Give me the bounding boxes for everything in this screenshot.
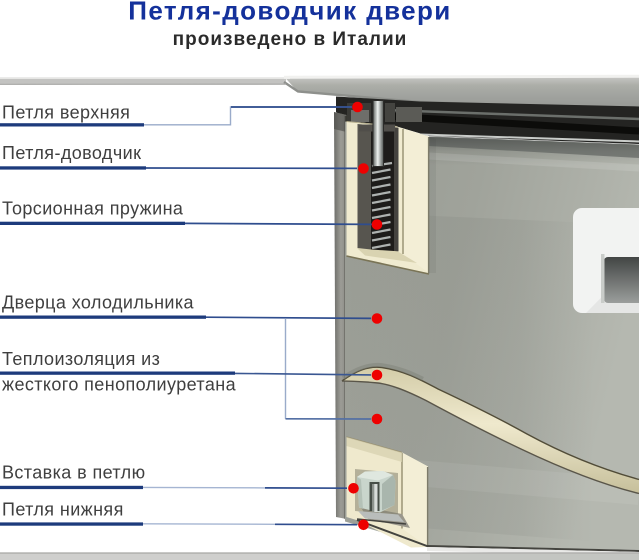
svg-text:Петля-доводчик: Петля-доводчик <box>2 143 141 163</box>
svg-text:Петля верхняя: Петля верхняя <box>2 103 130 123</box>
svg-text:Вставка в петлю: Вставка в петлю <box>2 463 145 483</box>
svg-text:Петля-доводчик двери: Петля-доводчик двери <box>128 0 451 26</box>
svg-text:жесткого пенополиуретана: жесткого пенополиуретана <box>2 375 237 395</box>
svg-text:Петля нижняя: Петля нижняя <box>2 500 124 520</box>
svg-text:Дверца холодильника: Дверца холодильника <box>2 293 195 313</box>
svg-text:Торсионная пружина: Торсионная пружина <box>2 199 184 219</box>
svg-text:произведено в Италии: произведено в Италии <box>173 29 408 50</box>
svg-text:Теплоизоляция из: Теплоизоляция из <box>2 349 160 369</box>
